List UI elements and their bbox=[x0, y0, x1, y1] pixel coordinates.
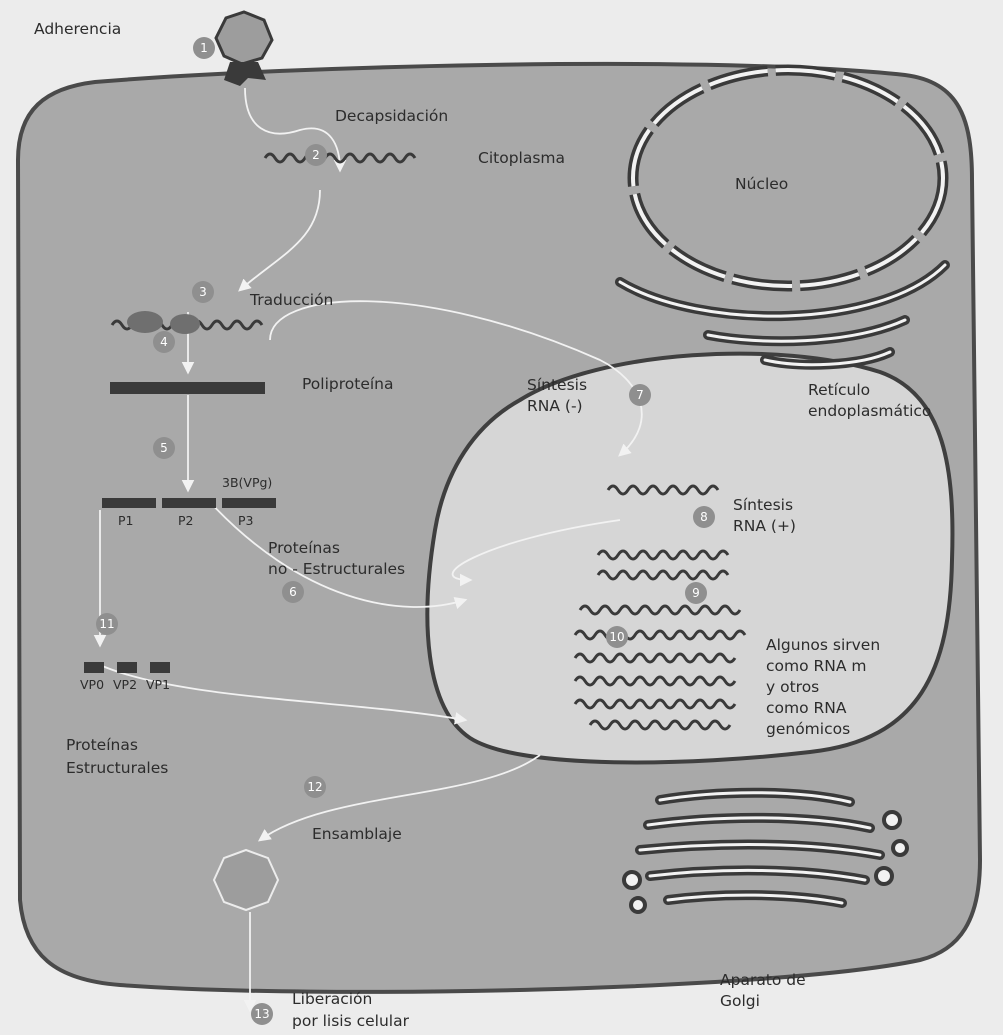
ribosome bbox=[127, 311, 163, 333]
step-11: 11 bbox=[99, 617, 114, 631]
step-8: 8 bbox=[700, 510, 708, 524]
label-estructurales-line1: Proteínas bbox=[66, 736, 138, 754]
p1-bar bbox=[102, 498, 156, 508]
label-algunos-line1: Algunos sirven bbox=[766, 636, 880, 654]
label-no-estructurales-line2: no - Estructurales bbox=[268, 560, 405, 578]
label-vp0: VP0 bbox=[80, 677, 104, 692]
label-poliproteina: Poliproteína bbox=[302, 375, 394, 393]
label-liberacion-line2: por lisis celular bbox=[292, 1012, 410, 1030]
step-5: 5 bbox=[160, 441, 168, 455]
step-6: 6 bbox=[289, 585, 297, 599]
step-9: 9 bbox=[692, 586, 700, 600]
step-4: 4 bbox=[160, 335, 168, 349]
label-vp1: VP1 bbox=[146, 677, 170, 692]
label-traduccion: Traducción bbox=[249, 291, 333, 309]
p3-bar bbox=[222, 498, 276, 508]
vp2-bar bbox=[117, 662, 137, 673]
step-2: 2 bbox=[312, 148, 320, 162]
label-estructurales-line2: Estructurales bbox=[66, 759, 168, 777]
step-12: 12 bbox=[307, 780, 322, 794]
label-sintesis-neg-line2: RNA (-) bbox=[527, 397, 583, 415]
label-golgi-line2: Golgi bbox=[720, 992, 760, 1010]
vp1-bar bbox=[150, 662, 170, 673]
label-liberacion-line1: Liberación bbox=[292, 990, 372, 1008]
step-3: 3 bbox=[199, 285, 207, 299]
label-p2: P2 bbox=[178, 513, 194, 528]
virion-icon bbox=[216, 12, 272, 64]
p2-bar bbox=[162, 498, 216, 508]
label-reticulo-line1: Retículo bbox=[808, 381, 870, 399]
label-nucleo: Núcleo bbox=[735, 175, 788, 193]
label-ensamblaje: Ensamblaje bbox=[312, 825, 402, 843]
step-1: 1 bbox=[200, 41, 208, 55]
step-10: 10 bbox=[609, 630, 624, 644]
label-decapsidacion: Decapsidación bbox=[335, 107, 448, 125]
vp0-bar bbox=[84, 662, 104, 673]
label-no-estructurales-line1: Proteínas bbox=[268, 539, 340, 557]
ribosome bbox=[170, 314, 200, 334]
label-golgi-line1: Aparato de bbox=[720, 971, 806, 989]
label-algunos-line5: genómicos bbox=[766, 720, 850, 738]
step-7: 7 bbox=[636, 388, 644, 402]
label-algunos-line3: y otros bbox=[766, 678, 819, 696]
label-vp2: VP2 bbox=[113, 677, 137, 692]
label-sintesis-neg-line1: Síntesis bbox=[527, 376, 587, 394]
polyprotein-bar bbox=[110, 382, 265, 394]
label-sintesis-pos-line2: RNA (+) bbox=[733, 517, 796, 535]
label-p1: P1 bbox=[118, 513, 134, 528]
assembled-virion-icon bbox=[214, 850, 278, 910]
step-13: 13 bbox=[254, 1007, 269, 1021]
label-sintesis-pos-line1: Síntesis bbox=[733, 496, 793, 514]
label-p3: P3 bbox=[238, 513, 254, 528]
label-reticulo-line2: endoplasmático bbox=[808, 402, 931, 420]
label-vpg: 3B(VPg) bbox=[222, 475, 272, 490]
label-algunos-line2: como RNA m bbox=[766, 657, 867, 675]
label-citoplasma: Citoplasma bbox=[478, 149, 565, 167]
label-algunos-line4: como RNA bbox=[766, 699, 847, 717]
label-adherencia: Adherencia bbox=[34, 20, 121, 38]
